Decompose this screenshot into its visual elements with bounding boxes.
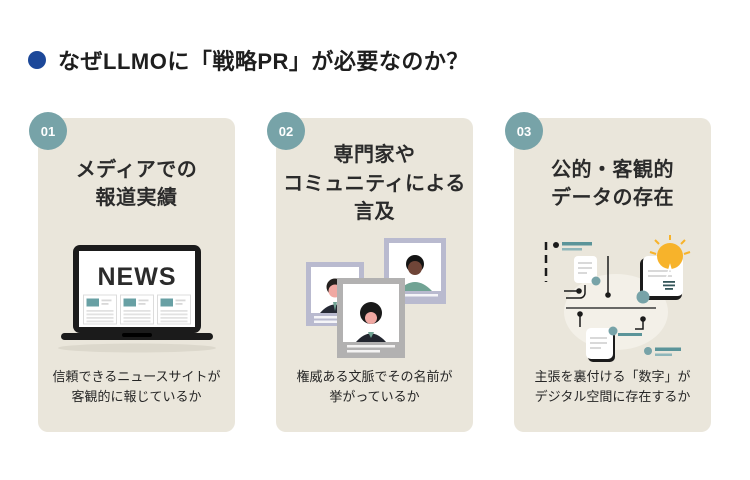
card-number-badge: 01 xyxy=(29,112,67,150)
card-title: メディアでの 報道実績 xyxy=(76,136,198,232)
caption-line: 権威ある文脈でその名前が xyxy=(296,369,453,384)
card-title-line: データの存在 xyxy=(551,187,674,209)
laptop-news-svg: NEWS xyxy=(57,244,216,352)
note-document xyxy=(573,255,600,285)
card-title-line: 専門家や xyxy=(333,144,416,167)
data-network-svg xyxy=(544,234,690,362)
card-caption: 信頼できるニュースサイトが 客観的に報じているか xyxy=(52,367,220,406)
card-title-line: 言及 xyxy=(353,201,395,224)
caption-line: 客観的に報じているか xyxy=(71,388,202,404)
news-article-thumbnail xyxy=(119,294,154,324)
news-headline-text: NEWS xyxy=(97,263,176,291)
card-title-line: コミュニティによる xyxy=(283,172,466,195)
card-caption: 主張を裏付ける「数字」が デジタル空間に存在するか xyxy=(534,367,690,406)
card-title: 公的・客観的 データの存在 xyxy=(551,136,674,232)
profile-card-man-dark xyxy=(383,238,446,304)
card-title-line: 報道実績 xyxy=(95,187,178,209)
caption-line: 信頼できるニュースサイトが xyxy=(52,369,221,384)
news-article-thumbnail xyxy=(82,294,117,324)
data-network-illustration xyxy=(514,232,711,367)
card-number-badge: 03 xyxy=(505,112,543,150)
lightbulb-icon xyxy=(649,234,690,280)
card-title: 専門家や コミュニティによる 言及 xyxy=(283,136,466,232)
laptop-news-illustration: NEWS xyxy=(38,232,235,367)
news-article-thumbnail xyxy=(156,294,191,324)
caption-line: 挙がっているか xyxy=(329,388,420,404)
profile-cards-svg xyxy=(305,238,446,358)
profile-card-woman xyxy=(336,278,405,358)
card-row: 01 メディアでの 報道実績 NEWS xyxy=(29,112,711,432)
profile-cards-illustration xyxy=(276,232,473,367)
caption-line: デジタル空間に存在するか xyxy=(534,388,691,404)
page-title: なぜLLMOに「戦略PR」が必要なのか？ xyxy=(58,49,469,74)
note-document xyxy=(585,326,642,362)
caption-line: 主張を裏付ける「数字」が xyxy=(534,369,691,384)
card-expert-mentions: 02 専門家や コミュニティによる 言及 xyxy=(267,112,473,432)
card-objective-data: 03 公的・客観的 データの存在 xyxy=(505,112,711,432)
card-number-badge: 02 xyxy=(267,112,305,150)
card-title-line: 公的・客観的 xyxy=(551,158,674,181)
card-title-line: メディアでの xyxy=(75,158,198,181)
page-header: なぜLLMOに「戦略PR」が必要なのか？ xyxy=(28,44,469,76)
card-caption: 権威ある文脈でその名前が 挙がっているか xyxy=(296,367,452,406)
card-media-coverage: 01 メディアでの 報道実績 NEWS xyxy=(29,112,235,432)
bullet-dot-icon xyxy=(28,51,46,69)
